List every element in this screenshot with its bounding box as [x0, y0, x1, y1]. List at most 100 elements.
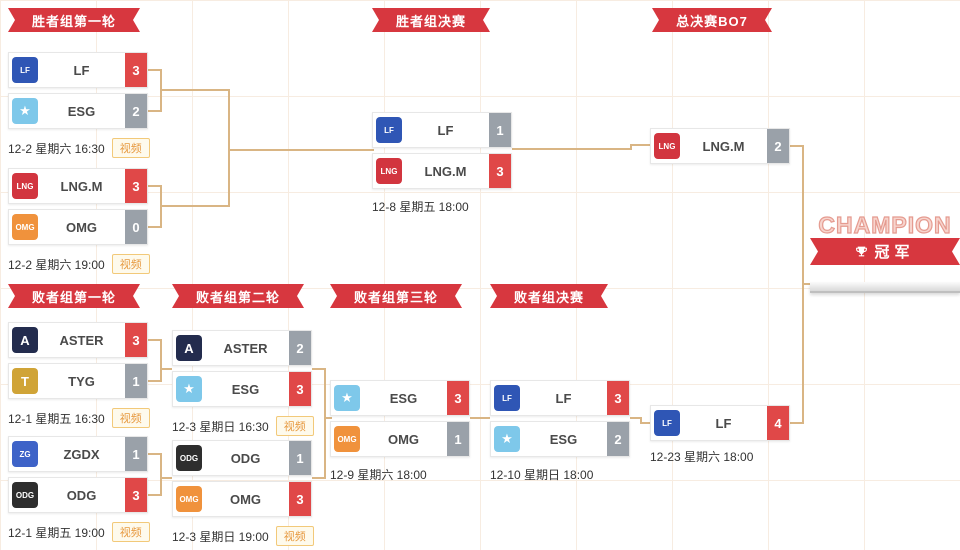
- team-row[interactable]: ★ ESG 2: [490, 421, 630, 457]
- team-row[interactable]: LF LF 3: [490, 380, 630, 416]
- banner-winners-final: 胜者组决赛: [372, 8, 490, 32]
- team-logo-zgdx-icon: ZG: [12, 441, 38, 467]
- champion-label: 冠军: [874, 244, 915, 261]
- connector-line: [148, 110, 162, 112]
- team-score: 3: [447, 381, 469, 415]
- team-score: 4: [767, 406, 789, 440]
- match-date: 12-3 星期日 16:30: [172, 419, 269, 434]
- team-score: 3: [125, 323, 147, 357]
- team-score: 1: [489, 113, 511, 147]
- connector-line: [148, 226, 162, 228]
- team-score: 3: [489, 154, 511, 188]
- connector-line: [630, 144, 650, 146]
- team-name: ODG: [66, 487, 97, 503]
- team-row[interactable]: A ASTER 2: [172, 330, 312, 366]
- team-name: ESG: [389, 390, 418, 406]
- team-row[interactable]: OMG OMG 1: [330, 421, 470, 457]
- video-badge[interactable]: 视频: [275, 416, 314, 436]
- team-score: 3: [125, 478, 147, 512]
- connector-line: [228, 149, 374, 151]
- team-row[interactable]: ODG ODG 3: [8, 477, 148, 513]
- champion-ribbon: 冠军: [810, 238, 960, 265]
- connector-line: [790, 422, 804, 424]
- team-logo-omg-icon: OMG: [12, 214, 38, 240]
- connector-line: [228, 89, 230, 207]
- banner-losers-final: 败者组决赛: [490, 284, 608, 308]
- team-row[interactable]: T TYG 1: [8, 363, 148, 399]
- connector-line: [148, 494, 162, 496]
- team-logo-odg-icon: ODG: [12, 482, 38, 508]
- connector-line: [148, 380, 162, 382]
- team-logo-esg-icon: ★: [176, 376, 202, 402]
- team-score: 3: [289, 482, 311, 516]
- team-logo-esg-icon: ★: [334, 385, 360, 411]
- team-row[interactable]: LNG LNG.M 3: [372, 153, 512, 189]
- champion-shelf: [810, 282, 960, 293]
- team-name: LF: [715, 415, 732, 431]
- team-name: ODG: [230, 450, 261, 466]
- team-row[interactable]: ★ ESG 3: [172, 371, 312, 407]
- team-row[interactable]: LF LF 1: [372, 112, 512, 148]
- team-name: LF: [437, 122, 454, 138]
- connector-line: [512, 148, 632, 150]
- team-name: ESG: [67, 103, 96, 119]
- team-row[interactable]: ★ ESG 3: [330, 380, 470, 416]
- team-logo-lngm-icon: LNG: [376, 158, 402, 184]
- team-score: 1: [289, 441, 311, 475]
- team-row[interactable]: ODG ODG 1: [172, 440, 312, 476]
- team-row[interactable]: LNG LNG.M 3: [8, 168, 148, 204]
- banner-losers-round3: 败者组第三轮: [330, 284, 462, 308]
- team-name: OMG: [65, 219, 98, 235]
- banner-losers-round2: 败者组第二轮: [172, 284, 304, 308]
- video-badge[interactable]: 视频: [275, 526, 314, 546]
- team-name: ASTER: [223, 340, 268, 356]
- team-name: ZGDX: [63, 446, 100, 462]
- connector-line: [640, 422, 652, 424]
- video-badge[interactable]: 视频: [111, 138, 150, 158]
- connector-line: [630, 417, 642, 419]
- match-date: 12-2 星期六 16:30: [8, 141, 105, 156]
- match-date: 12-8 星期五 18:00: [372, 200, 469, 214]
- team-logo-lf-icon: LF: [494, 385, 520, 411]
- team-row[interactable]: LNG LNG.M 2: [650, 128, 790, 164]
- match-date: 12-10 星期日 18:00: [490, 468, 594, 482]
- video-badge[interactable]: 视频: [111, 522, 150, 542]
- connector-line: [160, 205, 230, 207]
- team-score: 1: [447, 422, 469, 456]
- team-logo-omg-icon: OMG: [334, 426, 360, 452]
- team-name: ESG: [231, 381, 260, 397]
- team-score: 3: [125, 53, 147, 87]
- team-name: LNG.M: [702, 138, 745, 154]
- team-score: 2: [767, 129, 789, 163]
- banner-winners-round1: 胜者组第一轮: [8, 8, 140, 32]
- connector-line: [324, 368, 326, 479]
- match-date: 12-9 星期六 18:00: [330, 468, 427, 482]
- team-score: 2: [289, 331, 311, 365]
- connector-line: [160, 368, 172, 370]
- champion-block: CHAMPION 冠军: [810, 211, 960, 302]
- connector-line: [148, 185, 162, 187]
- video-badge[interactable]: 视频: [111, 408, 150, 428]
- team-score: 1: [125, 437, 147, 471]
- team-name: LF: [555, 390, 572, 406]
- team-row[interactable]: OMG OMG 3: [172, 481, 312, 517]
- team-row[interactable]: OMG OMG 0: [8, 209, 148, 245]
- video-badge[interactable]: 视频: [111, 254, 150, 274]
- team-score: 2: [125, 94, 147, 128]
- team-logo-omg-icon: OMG: [176, 486, 202, 512]
- connector-line: [160, 339, 162, 382]
- connector-line: [470, 417, 490, 419]
- connector-line: [640, 417, 642, 424]
- team-logo-odg-icon: ODG: [176, 445, 202, 471]
- trophy-icon: [855, 245, 868, 258]
- team-row[interactable]: A ASTER 3: [8, 322, 148, 358]
- team-row[interactable]: LF LF 3: [8, 52, 148, 88]
- team-name: OMG: [387, 431, 420, 447]
- connector-line: [790, 145, 804, 147]
- team-row[interactable]: ZG ZGDX 1: [8, 436, 148, 472]
- connector-line: [630, 144, 632, 150]
- team-row[interactable]: ★ ESG 2: [8, 93, 148, 129]
- team-row[interactable]: LF LF 4: [650, 405, 790, 441]
- team-name: TYG: [68, 373, 95, 389]
